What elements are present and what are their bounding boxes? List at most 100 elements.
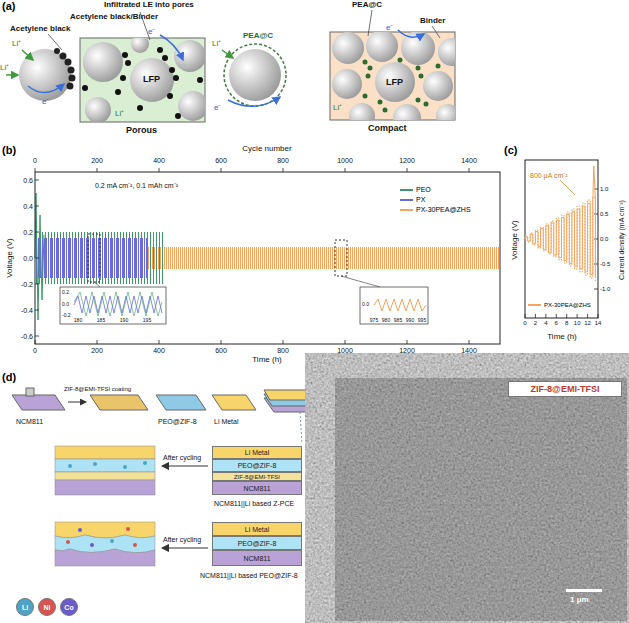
label-text: 14: [595, 320, 602, 326]
node-text: PEO@ZIF-8: [238, 462, 277, 469]
node-text: NCM811: [243, 555, 270, 562]
legend-text: PX: [416, 196, 425, 203]
node-text: Ni: [44, 604, 51, 611]
layer-band: Li Metal: [212, 522, 302, 536]
label-text: NCM811: [16, 418, 43, 425]
assembly-steps: [12, 388, 316, 444]
label-text: e⁻: [386, 24, 393, 32]
label-text: Li⁺: [212, 40, 221, 48]
label-text: 0.6: [23, 177, 33, 184]
voltage-trace: [525, 166, 595, 277]
label-text: 200: [91, 157, 103, 164]
node-text: Li Metal: [245, 449, 270, 456]
label-text: (b): [2, 145, 16, 156]
label-text: Voltage (V): [6, 238, 14, 278]
label-text: Li⁺: [115, 110, 124, 118]
label-text: (c): [504, 145, 517, 156]
node-text: PEO@ZIF-8: [238, 540, 277, 547]
label-text: -1.0: [600, 286, 610, 292]
label-text: 180: [74, 318, 82, 323]
label-text: PEA@C: [243, 32, 273, 40]
node-text: Li: [22, 604, 28, 611]
label-text: -0.6: [21, 333, 33, 340]
label-text: e⁻: [148, 28, 155, 36]
label-text: (a): [2, 1, 15, 12]
label-text: 0.4: [23, 203, 33, 210]
node-text: ZIF-8@EMI-TFSI: [234, 474, 280, 480]
label-text: Porous: [126, 126, 157, 135]
element-circle: Ni: [38, 598, 56, 616]
sem-image: [335, 378, 627, 621]
compact-illustration: [222, 10, 466, 132]
label-text: 0.2 mA cm⁻², 0.1 mAh cm⁻²: [95, 182, 178, 189]
label-text: -0.2: [21, 281, 33, 288]
label-text: 0.0: [362, 302, 369, 307]
legend-text: PX-30PEA@ZHS: [416, 206, 471, 213]
porous-illustration: [6, 12, 208, 123]
label-text: -0.2: [62, 313, 71, 318]
label-text: NCM811||Li based PEO@ZIF-8: [200, 572, 298, 579]
label-text: Acetylene black/Binder: [70, 13, 158, 21]
legend-line: [400, 209, 413, 211]
label-text: 1 μm: [570, 596, 589, 604]
label-text: 1400: [461, 347, 477, 354]
label-text: Li⁺: [0, 64, 9, 72]
label-text: 800: [277, 347, 289, 354]
label-text: -0.4: [21, 307, 33, 314]
label-text: 0: [33, 347, 37, 354]
layer-band: PEO@ZIF-8: [212, 459, 302, 472]
label-text: 800 μA cm⁻²: [530, 172, 568, 179]
label-text: 8: [565, 320, 568, 326]
label-text: Compact: [368, 124, 407, 133]
label-text: Binder: [420, 17, 445, 25]
legend-entry: PX-30PEA@ZHS: [400, 206, 471, 213]
label-text: Li⁺: [12, 40, 21, 48]
label-text: e⁻: [214, 104, 221, 112]
label-text: PEA@C: [352, 1, 382, 9]
label-text: PEO@ZIF-8: [158, 418, 197, 425]
label-text: 0.0: [600, 236, 608, 242]
layer-band: ZIF-8@EMI-TFSI: [212, 472, 302, 481]
label-text: Time (h): [252, 356, 281, 364]
label-text: 0.0: [23, 255, 33, 262]
label-text: Voltage (V): [511, 220, 519, 260]
label-text: 0: [523, 320, 526, 326]
legend-entry: PEO: [400, 186, 431, 193]
legend-text: PEO: [416, 186, 431, 193]
label-text: 1400: [461, 157, 477, 164]
label-text: 0.2: [62, 290, 69, 295]
label-text: (d): [2, 372, 16, 383]
legend-line: [400, 189, 413, 191]
label-text: 975: [370, 318, 378, 323]
label-text: 1.0: [600, 186, 608, 192]
label-text: 600: [215, 157, 227, 164]
label-text: 0.2: [23, 229, 33, 236]
legend-entry: PX: [400, 196, 425, 203]
label-text: Li⁺: [333, 104, 342, 112]
label-text: 2: [534, 320, 537, 326]
layer-band: NCM811: [212, 550, 302, 566]
label-text: ZIF-8@EMI-TFSI coating: [64, 386, 131, 392]
label-text: 4: [544, 320, 547, 326]
label-text: 0.0: [62, 302, 69, 307]
label-text: 1200: [399, 347, 415, 354]
label-text: 1000: [337, 157, 353, 164]
element-circle: Li: [16, 598, 34, 616]
legend-text: PX-30PEA@ZHS: [544, 302, 591, 308]
rate-plot: [525, 160, 598, 318]
label-text: 195: [143, 318, 151, 323]
legend-entry: PX-30PEA@ZHS: [528, 302, 591, 308]
label-text: 12: [584, 320, 591, 326]
cycling-plot: [35, 168, 500, 344]
label-text: 995: [418, 318, 426, 323]
label-text: 990: [406, 318, 414, 323]
label-text: LFP: [386, 78, 403, 87]
label-text: 400: [153, 157, 165, 164]
node-text: ZIF-8@EMI-TFSI: [531, 385, 600, 394]
label-text: 600: [215, 347, 227, 354]
label-text: 1200: [399, 157, 415, 164]
label-text: Acetylene black: [10, 25, 70, 33]
label-text: After cycling: [163, 454, 201, 461]
